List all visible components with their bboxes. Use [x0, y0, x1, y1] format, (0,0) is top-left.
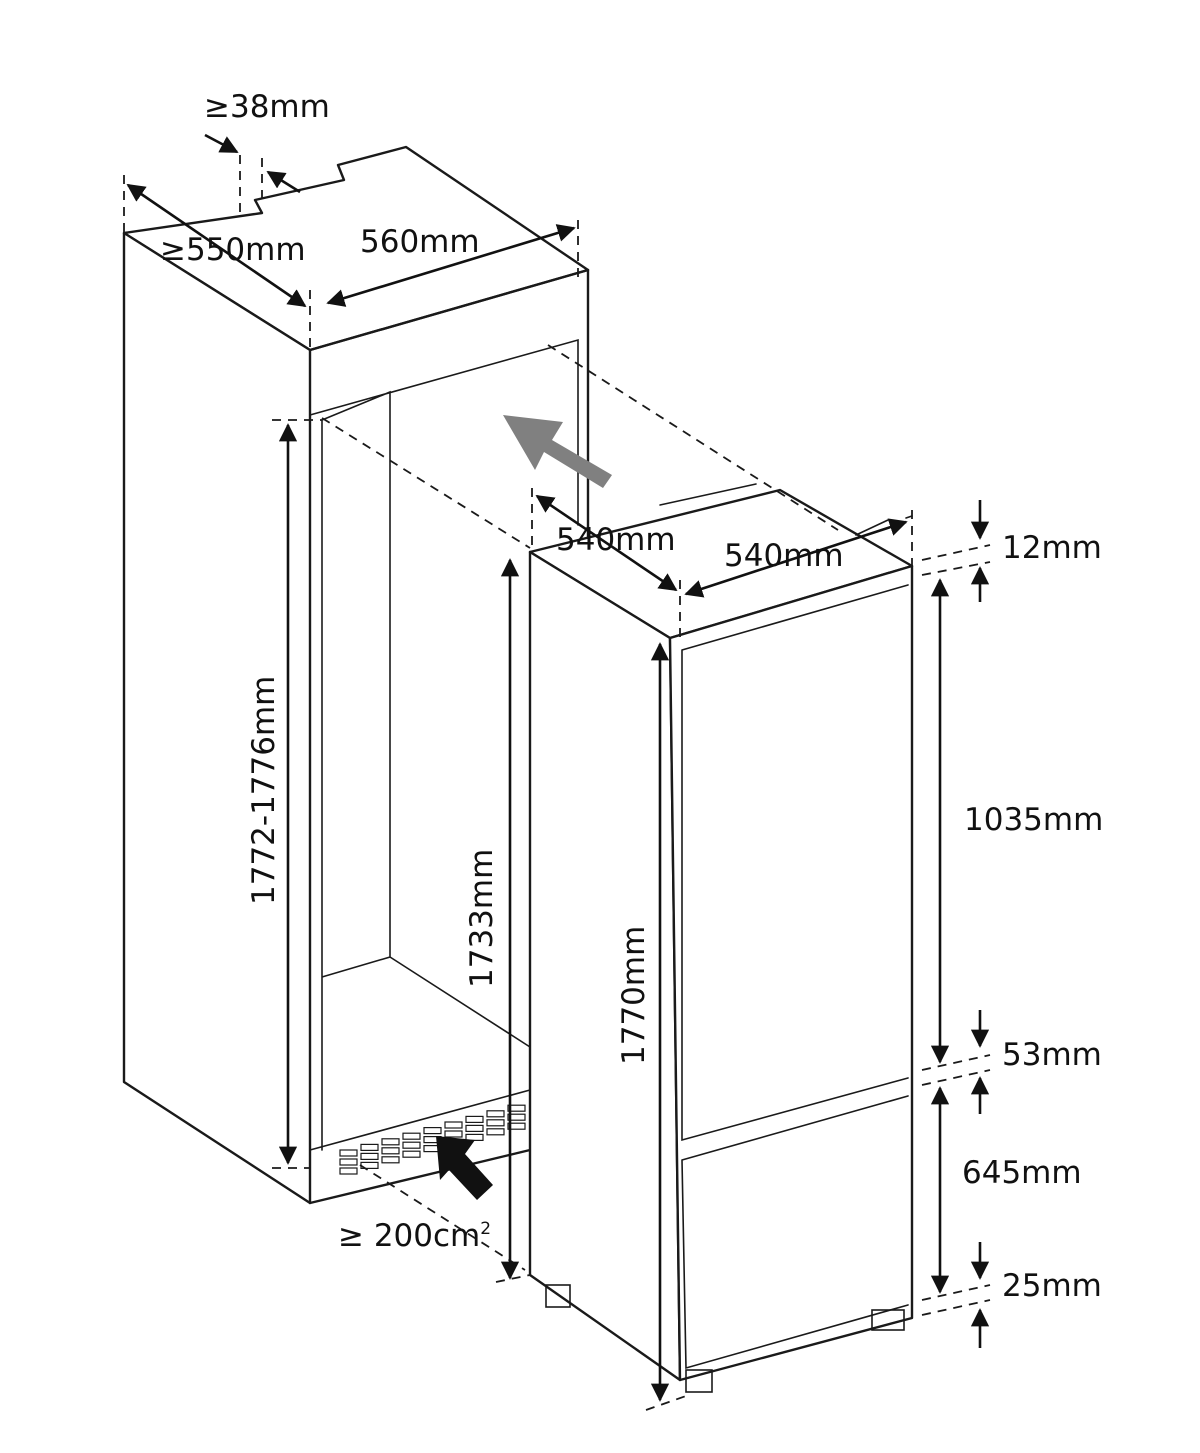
guide-inner-bot [495, 1274, 531, 1283]
lower-door-outline [681, 1095, 909, 1370]
dim-top-gap-left [204, 133, 239, 154]
label-upper-door: 1035mm [964, 802, 1103, 838]
grille-slot [339, 1158, 358, 1166]
appliance-front-face [668, 564, 914, 1382]
label-cabinet-width: 560mm [360, 224, 480, 260]
dim-appliance-width [684, 518, 908, 598]
label-top-clearance: 12mm [1002, 530, 1102, 566]
dim-cabinet-depth [126, 183, 307, 308]
airflow-out-arrow [503, 415, 612, 488]
guide-app-bot [645, 1395, 687, 1411]
grille-slot [360, 1143, 379, 1152]
airflow-in-arrow [436, 1136, 493, 1200]
grille-slot [381, 1138, 400, 1146]
label-cabinet-depth: ≥550mm [160, 232, 306, 268]
label-niche-height: 1772-1776mm [246, 676, 282, 905]
grille-slot [444, 1130, 463, 1138]
label-plinth: 25mm [1002, 1268, 1102, 1304]
grille-slot [402, 1132, 421, 1140]
guide-r-mid1 [921, 1054, 991, 1071]
guide-r-bot1 [921, 1284, 991, 1301]
guide-inner-floor [321, 417, 531, 549]
guide-r-top2 [921, 561, 991, 576]
guide-r-mid2 [921, 1069, 991, 1086]
appliance-foot-front [685, 1369, 713, 1393]
dim-appliance-depth [535, 494, 678, 592]
cabinet-left-face [122, 231, 312, 1205]
arrow-up-left-icon [503, 415, 612, 488]
grille-slot [402, 1150, 421, 1158]
appliance-side-face [528, 550, 682, 1382]
cabinet-opening [309, 338, 579, 1151]
cabinet-plinth-line [309, 1089, 531, 1151]
grille-slot [444, 1121, 463, 1129]
cabinet-front-frame [308, 268, 590, 542]
label-appliance-width: 540mm [724, 538, 844, 574]
grille-slot [381, 1147, 400, 1155]
label-appliance-height: 1770mm [616, 926, 652, 1065]
dimension-labels: ≥38mm ≥550mm 560mm 1772-1776mm 1733mm 17… [160, 89, 1103, 1304]
cabinet-front-bottom [308, 1148, 532, 1205]
cabinet-housing [122, 145, 590, 1205]
grille-slot [339, 1149, 358, 1157]
grille-slot [486, 1110, 505, 1118]
appliance-foot-left [545, 1284, 571, 1308]
label-vent-area: ≥ 200cm2 [338, 1218, 491, 1254]
grille-slot [465, 1124, 484, 1133]
ext-rear-top [659, 483, 757, 506]
guide-r-top1 [921, 544, 991, 561]
grille-slot [402, 1141, 421, 1149]
label-top-gap: ≥38mm [204, 89, 330, 125]
label-vent-area-value: ≥ 200cm [338, 1218, 480, 1254]
label-door-gap: 53mm [1002, 1037, 1102, 1073]
guide-r-bot2 [921, 1299, 991, 1316]
guide-lines [123, 155, 991, 1411]
grille-slot [381, 1156, 400, 1164]
grille-slot [339, 1167, 358, 1175]
appliance-body [528, 488, 914, 1393]
grille-slot [465, 1115, 484, 1124]
grille-slot [486, 1128, 505, 1136]
grille-slot [423, 1126, 442, 1135]
label-inner-height: 1733mm [464, 849, 500, 988]
dimension-arrows [126, 133, 990, 1402]
dim-top-gap-right [266, 170, 301, 194]
grille-slot [360, 1152, 379, 1161]
appliance-foot-right [871, 1309, 905, 1331]
dim-cabinet-width [326, 224, 576, 307]
ext-width [855, 515, 913, 536]
guide-vent [359, 1164, 526, 1271]
label-appliance-depth: 540mm [556, 522, 676, 558]
guide-top-rear [547, 344, 839, 531]
ventilation-grille [339, 1104, 526, 1175]
arrow-up-left-icon [436, 1136, 493, 1200]
grille-slot [486, 1119, 505, 1127]
label-vent-area-sup: 2 [480, 1219, 491, 1239]
label-lower-door: 645mm [962, 1155, 1082, 1191]
